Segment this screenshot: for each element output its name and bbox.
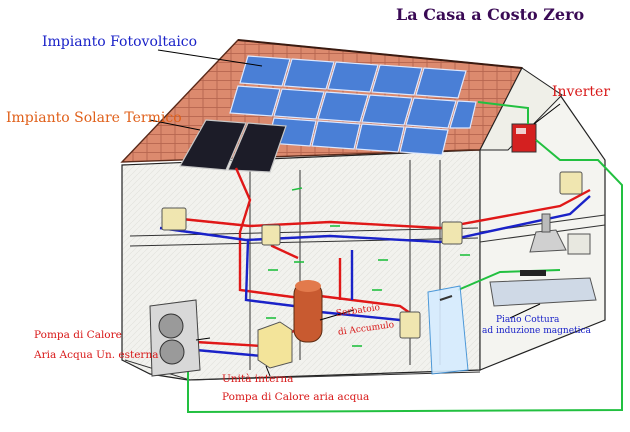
diagram-title: La Casa a Costo Zero bbox=[396, 5, 585, 24]
thermal-panel-icon bbox=[179, 119, 287, 173]
label-pompa-line1: Pompa di Calore bbox=[34, 329, 122, 341]
label-piano-line1: Piano Cottura bbox=[496, 315, 560, 325]
label-unita-line1: Unità interna bbox=[222, 373, 294, 385]
label-solare-termico: Impianto Solare Termico bbox=[6, 110, 182, 126]
cooktop-icon bbox=[489, 270, 597, 307]
heat-pump-icon bbox=[149, 299, 201, 377]
range-hood-icon bbox=[529, 213, 567, 253]
indoor-unit bbox=[257, 321, 293, 369]
label-piano-line2: ad induzione magnetica bbox=[482, 326, 591, 336]
flow-arrows bbox=[266, 187, 470, 347]
label-inverter: Inverter bbox=[552, 84, 611, 100]
radiator-icon bbox=[161, 171, 583, 339]
pv-panel-icon bbox=[229, 55, 477, 156]
wall-cabinet bbox=[567, 233, 591, 255]
leader-lines bbox=[149, 49, 561, 377]
label-fotovoltaico: Impianto Fotovoltaico bbox=[42, 34, 198, 50]
inverter-icon bbox=[511, 123, 537, 153]
storage-tank-icon bbox=[293, 280, 323, 343]
label-unita-line2: Pompa di Calore aria acqua bbox=[222, 391, 370, 403]
cold-pipes bbox=[159, 195, 591, 358]
shower-icon bbox=[427, 285, 469, 375]
label-pompa-line2: Aria Acqua Un. esterna bbox=[34, 349, 159, 361]
